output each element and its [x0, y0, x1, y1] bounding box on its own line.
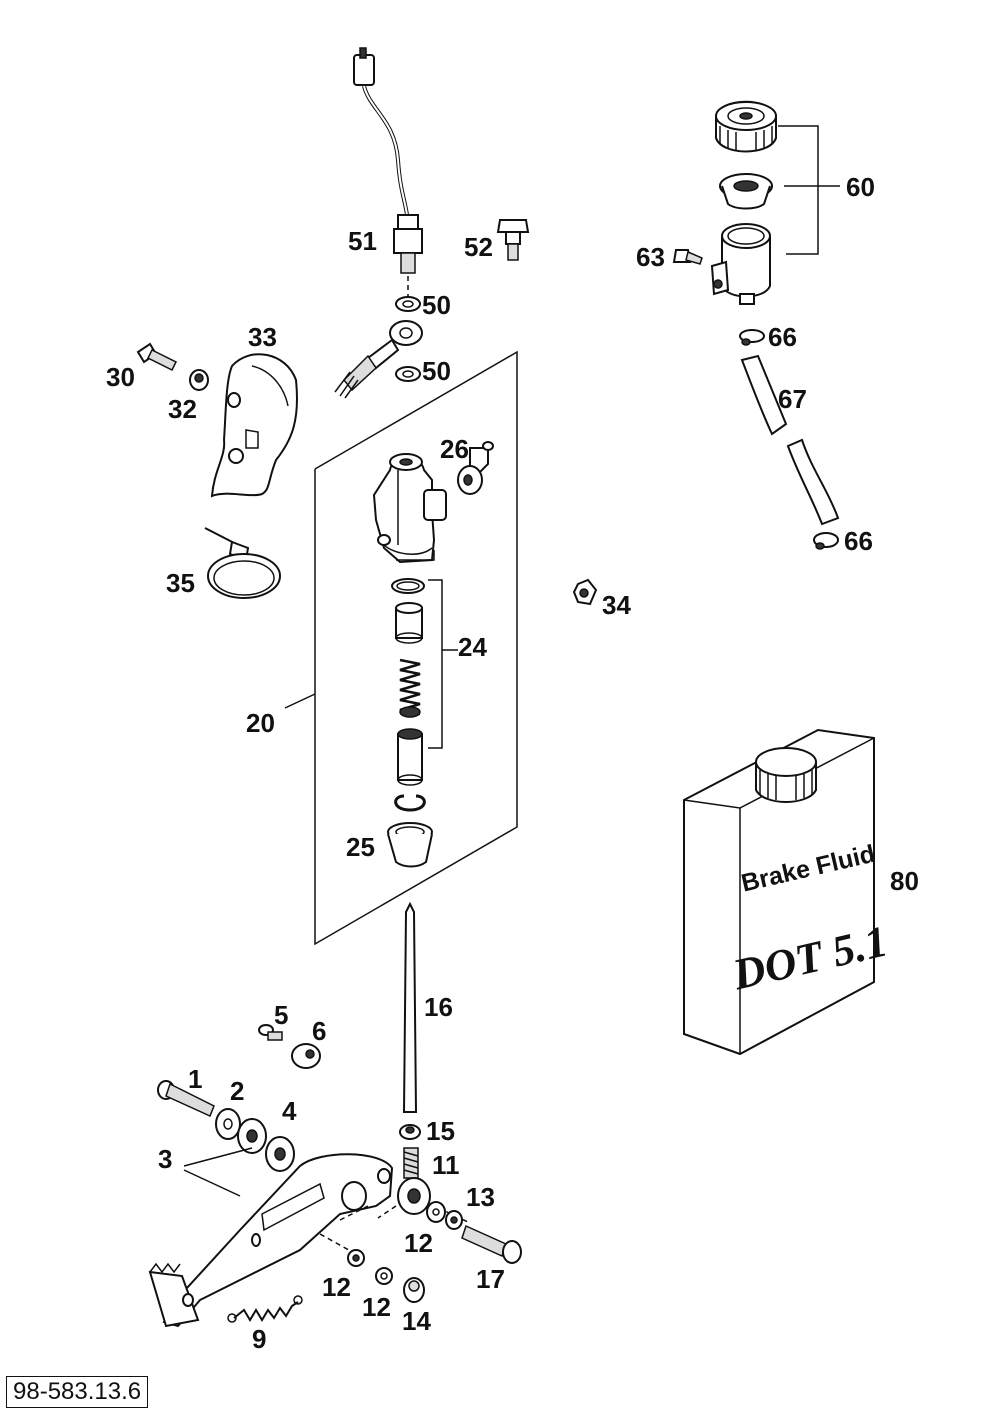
callout-12-c: 12 — [362, 1292, 391, 1322]
callout-80: 80 — [890, 866, 919, 896]
part-17-bolt — [461, 1224, 522, 1264]
piston — [397, 728, 423, 786]
callout-15: 15 — [426, 1116, 455, 1146]
part-26-elbow-fitting — [457, 441, 494, 495]
part-3-brake-pedal — [148, 1153, 394, 1328]
part-11-clevis — [397, 1147, 431, 1215]
callout-51: 51 — [348, 226, 377, 256]
callout-66-bottom: 66 — [844, 526, 873, 556]
part-25-boot — [387, 822, 433, 868]
part-50-washer-top — [395, 296, 421, 312]
callout-50-top: 50 — [422, 290, 451, 320]
banjo-fitting — [334, 320, 423, 399]
part-6-spacer — [291, 1043, 321, 1069]
part-1-bolt — [157, 1080, 215, 1118]
piston-sleeve — [395, 602, 423, 644]
callout-11: 11 — [432, 1150, 460, 1180]
callout-26: 26 — [440, 434, 469, 464]
part-12-washer — [426, 1201, 446, 1223]
part-60-reservoir — [710, 100, 777, 305]
callout-3: 3 — [158, 1144, 173, 1174]
master-cylinder-body — [372, 453, 447, 564]
part-13-lock-washer — [445, 1210, 463, 1230]
part-35-cable-tie — [204, 527, 281, 599]
part-5-screw — [258, 1024, 283, 1041]
part-63-screw — [672, 249, 703, 265]
callout-20: 20 — [246, 708, 275, 738]
callout-25: 25 — [346, 832, 375, 862]
callout-50-bottom: 50 — [422, 356, 451, 386]
callout-14: 14 — [402, 1306, 431, 1336]
piston-spring — [399, 658, 421, 718]
part-66-hose-clamp-bottom — [813, 532, 839, 550]
callout-52: 52 — [464, 232, 493, 262]
callout-60: 60 — [846, 172, 875, 202]
part-4-bearing — [237, 1118, 295, 1172]
callout-9: 9 — [252, 1324, 267, 1354]
part-50-washer-bottom — [395, 366, 421, 382]
callout-2: 2 — [230, 1076, 245, 1106]
part-30-bolt — [136, 342, 178, 372]
part-2-washer — [215, 1108, 241, 1140]
part-14-nut — [403, 1277, 425, 1303]
callout-17: 17 — [476, 1264, 505, 1294]
callout-4: 4 — [282, 1096, 297, 1126]
part-66-hose-clamp-top — [739, 329, 765, 346]
part-12-washer — [375, 1267, 393, 1285]
circlip — [394, 794, 426, 812]
part-15-nut — [399, 1124, 421, 1140]
callout-12-a: 12 — [404, 1228, 433, 1258]
callout-5: 5 — [274, 1000, 289, 1030]
callout-67: 67 — [778, 384, 807, 414]
part-80-brake-fluid-can — [683, 728, 875, 1056]
callout-1: 1 — [188, 1064, 203, 1094]
callout-32: 32 — [168, 394, 197, 424]
callout-35: 35 — [166, 568, 195, 598]
part-32-nut — [189, 369, 209, 391]
part-9-return-spring — [227, 1295, 303, 1323]
drawing-number: 98-583.13.6 — [6, 1376, 149, 1408]
part-33-heat-guard — [210, 353, 298, 498]
callout-30: 30 — [106, 362, 135, 392]
assembly-20-outline — [314, 350, 518, 946]
part-52-bleed-screw — [496, 219, 530, 261]
callout-13: 13 — [466, 1182, 495, 1212]
part-16-pushrod — [402, 901, 418, 1113]
part-34-nut — [572, 578, 598, 606]
callout-12-b: 12 — [322, 1272, 351, 1302]
callout-24: 24 — [458, 632, 487, 662]
callout-33: 33 — [248, 322, 277, 352]
callout-63: 63 — [636, 242, 665, 272]
part-67-hose — [740, 354, 840, 526]
callout-66-top: 66 — [768, 322, 797, 352]
callout-6: 6 — [312, 1016, 327, 1046]
callout-34: 34 — [602, 590, 631, 620]
callout-16: 16 — [424, 992, 453, 1022]
part-51-brake-light-switch — [353, 47, 423, 296]
